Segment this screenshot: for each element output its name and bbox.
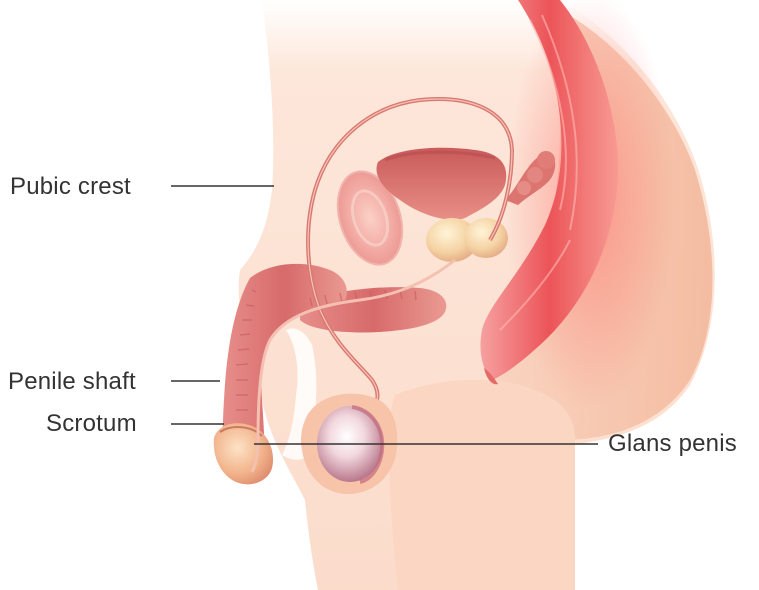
label-pubic-crest: Pubic crest (10, 173, 131, 201)
seminal-vesicle-bulb-2 (527, 167, 543, 183)
label-penile-shaft: Penile shaft (8, 368, 136, 396)
prostate-right (464, 218, 508, 258)
label-scrotum: Scrotum (46, 410, 137, 438)
glans (214, 423, 273, 484)
perineum-ledge (389, 380, 575, 590)
seminal-vesicle-bulb-3 (517, 181, 531, 195)
seminal-vesicle-bulb-1 (537, 151, 555, 169)
label-glans-penis: Glans penis (608, 430, 737, 458)
